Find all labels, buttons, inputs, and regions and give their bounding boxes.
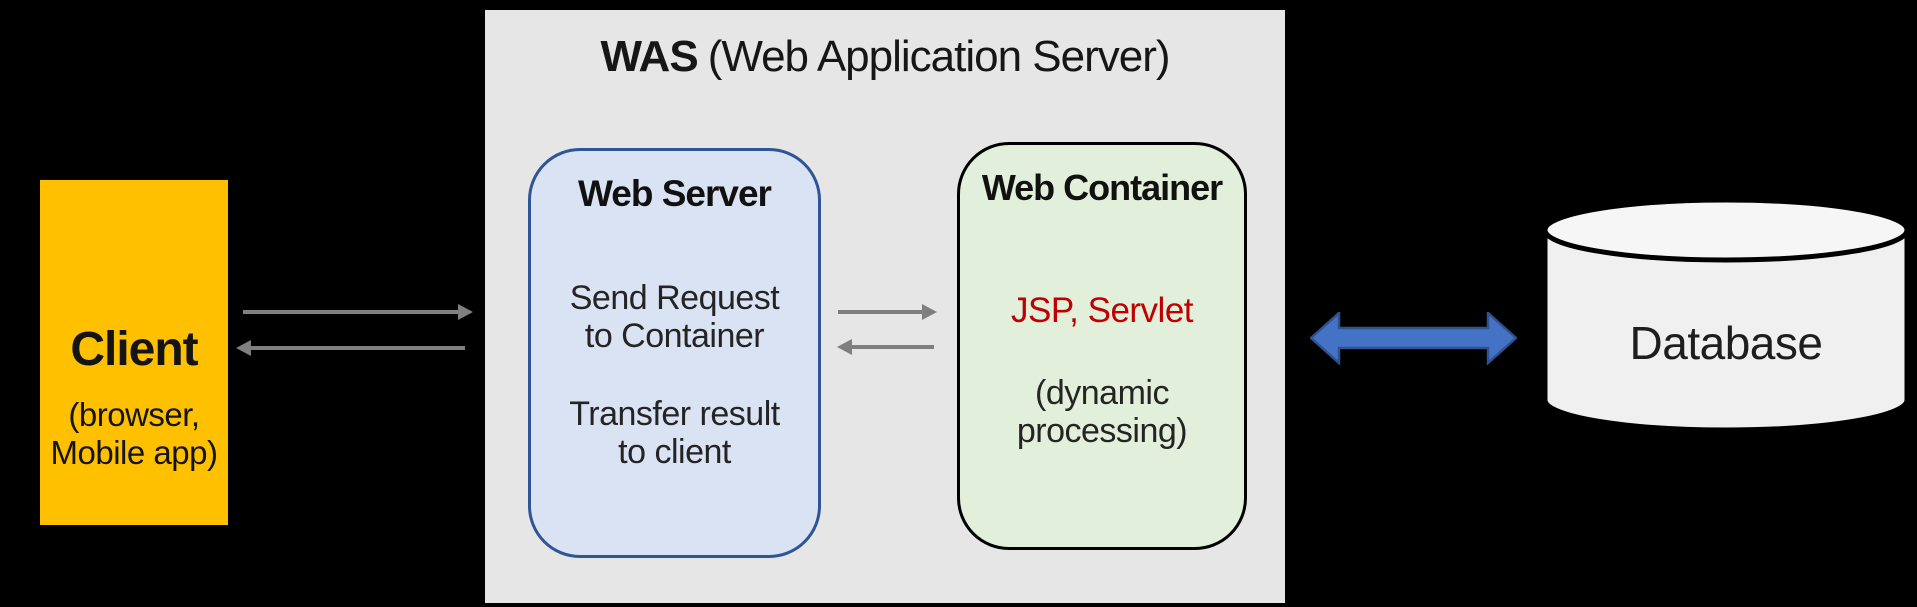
web-server-title: Web Server bbox=[578, 173, 772, 214]
database-label: Database bbox=[1629, 317, 1823, 369]
database: Database bbox=[1542, 197, 1910, 433]
web-container-title: Web Container bbox=[981, 167, 1223, 208]
database-cylinder-icon bbox=[1542, 197, 1910, 433]
was-title-full: (Web Application Server) bbox=[707, 32, 1171, 81]
web-container-description-line2: processing) bbox=[1016, 412, 1188, 450]
arrow-shaft bbox=[248, 346, 465, 350]
arrow-shaft bbox=[838, 310, 925, 314]
was-title: WAS(Web Application Server) bbox=[485, 32, 1285, 82]
web-server-note-transfer-line1: Transfer result bbox=[569, 395, 780, 433]
webserver-to-container-arrow-icon bbox=[838, 304, 937, 320]
web-server-box: Web Server Send Request to Container Tra… bbox=[528, 148, 821, 558]
web-server-note-request: Send Request to Container bbox=[531, 279, 818, 355]
client-box: Client (browser, Mobile app) bbox=[40, 180, 228, 525]
client-title: Client bbox=[70, 323, 198, 376]
was-panel: WAS(Web Application Server) Web Server S… bbox=[485, 10, 1285, 603]
web-container-description: (dynamic processing) bbox=[960, 374, 1244, 450]
arrow-head-icon bbox=[236, 340, 251, 356]
arrow-shaft bbox=[243, 310, 461, 314]
client-subtitle: (browser, Mobile app) bbox=[40, 396, 228, 472]
client-subtitle-line1: (browser, bbox=[68, 396, 200, 433]
container-to-webserver-arrow-icon bbox=[837, 339, 934, 355]
arrow-head-icon bbox=[458, 304, 473, 320]
web-container-description-line1: (dynamic bbox=[1035, 374, 1169, 412]
web-server-note-request-line2: to Container bbox=[584, 317, 765, 355]
arrow-head-icon bbox=[922, 304, 937, 320]
web-server-note-request-line1: Send Request bbox=[569, 279, 780, 317]
client-to-webserver-arrow-icon bbox=[243, 304, 473, 320]
web-container-box: Web Container JSP, Servlet (dynamic proc… bbox=[957, 142, 1247, 550]
was-database-double-arrow-icon bbox=[1310, 312, 1517, 365]
client-subtitle-line2: Mobile app) bbox=[50, 434, 218, 471]
was-title-abbr: WAS bbox=[600, 32, 698, 81]
arrow-head-icon bbox=[837, 339, 852, 355]
webserver-to-client-arrow-icon bbox=[236, 340, 465, 356]
web-server-note-transfer: Transfer result to client bbox=[531, 395, 818, 471]
web-container-tech-label: JSP, Servlet bbox=[1010, 291, 1194, 330]
web-server-note-transfer-line2: to client bbox=[618, 433, 731, 471]
arrow-shaft bbox=[849, 345, 934, 349]
